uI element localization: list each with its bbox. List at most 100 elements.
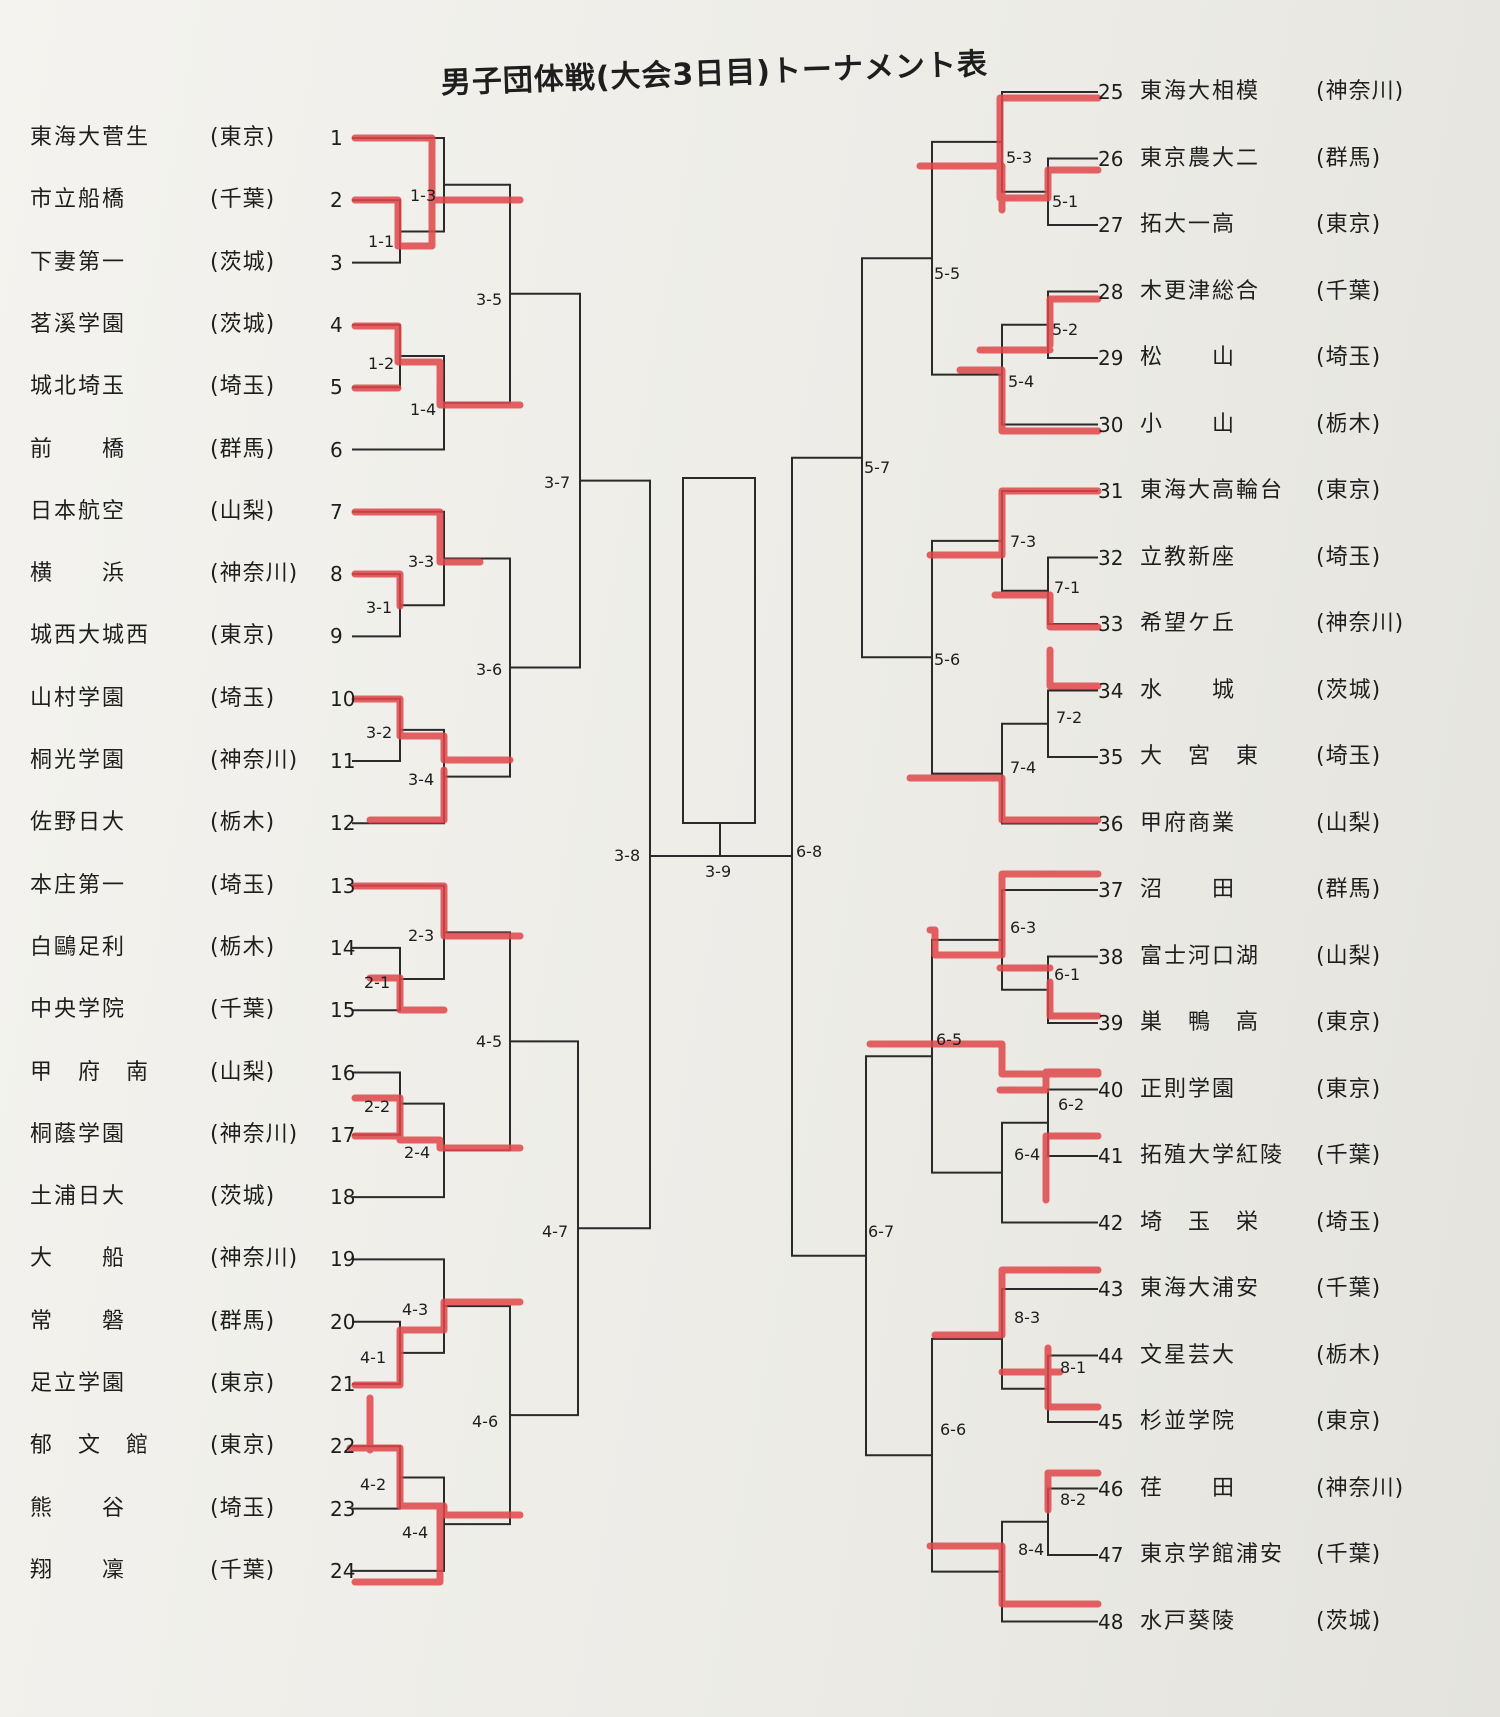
team-name: 大 宮 東 bbox=[1140, 744, 1261, 769]
team-number: 17 bbox=[330, 1122, 356, 1147]
team-number: 31 bbox=[1098, 479, 1124, 503]
match-label: 8-2 bbox=[1060, 1490, 1087, 1509]
team-name: 横 浜 bbox=[30, 561, 127, 587]
team-number: 14 bbox=[330, 935, 356, 960]
winner-highlight bbox=[351, 882, 524, 940]
winner-highlight bbox=[1046, 646, 1102, 690]
team-name: 拓大一高 bbox=[1140, 212, 1237, 237]
team-row-left: 佐野日大(栃木)12 bbox=[30, 808, 355, 838]
team-row-left: 本庄第一(埼玉)13 bbox=[30, 871, 355, 901]
team-row-left: 翔 凜(千葉)24 bbox=[30, 1556, 355, 1586]
winner-highlight bbox=[916, 162, 1006, 214]
match-label: 6-6 bbox=[940, 1420, 967, 1439]
team-number: 4 bbox=[330, 312, 343, 337]
team-row-left: 土浦日大(茨城)18 bbox=[30, 1182, 355, 1212]
team-number: 19 bbox=[330, 1247, 356, 1272]
team-number: 36 bbox=[1098, 811, 1124, 836]
team-prefecture: (茨城) bbox=[210, 1184, 276, 1210]
team-number: 47 bbox=[1098, 1543, 1124, 1567]
match-label: 2-3 bbox=[408, 926, 435, 945]
team-row-left: 横 浜(神奈川)8 bbox=[30, 559, 350, 589]
team-number: 29 bbox=[1098, 346, 1124, 370]
winner-highlight bbox=[926, 487, 1102, 559]
winner-highlight bbox=[991, 591, 1102, 631]
team-name: 東京農大二 bbox=[1140, 145, 1261, 171]
team-name: 文星芸大 bbox=[1140, 1342, 1237, 1368]
winner-highlight bbox=[926, 870, 1102, 959]
team-number: 44 bbox=[1098, 1343, 1124, 1368]
team-prefecture: (山梨) bbox=[1316, 810, 1382, 836]
match-label: 6-3 bbox=[1010, 918, 1037, 937]
match-label: 3-6 bbox=[476, 660, 503, 679]
team-name: 沼 田 bbox=[1140, 877, 1237, 902]
team-prefecture: (東京) bbox=[210, 623, 276, 649]
team-prefecture: (埼玉) bbox=[1316, 544, 1382, 570]
winner-highlight bbox=[351, 1298, 524, 1389]
team-prefecture: (埼玉) bbox=[210, 374, 276, 400]
team-name: 水戸葵陵 bbox=[1140, 1608, 1237, 1634]
team-prefecture: (埼玉) bbox=[210, 685, 276, 711]
team-prefecture: (栃木) bbox=[1316, 411, 1382, 437]
match-label: 7-3 bbox=[1010, 532, 1037, 551]
team-number: 10 bbox=[330, 686, 356, 711]
team-prefecture: (群馬) bbox=[210, 1308, 276, 1334]
winner-highlight bbox=[366, 766, 448, 824]
team-number: 11 bbox=[330, 749, 356, 773]
team-number: 45 bbox=[1098, 1410, 1124, 1434]
team-prefecture: (埼玉) bbox=[210, 1495, 276, 1521]
winner-highlight bbox=[351, 322, 524, 409]
team-number: 32 bbox=[1098, 545, 1124, 570]
team-number: 22 bbox=[330, 1434, 356, 1459]
match-label: 8-1 bbox=[1060, 1358, 1087, 1377]
team-name: 中央学院 bbox=[30, 997, 127, 1023]
team-name: 松 山 bbox=[1140, 345, 1237, 370]
winner-highlight bbox=[931, 1266, 1102, 1339]
team-prefecture: (山梨) bbox=[1316, 943, 1382, 969]
match-label: 7-4 bbox=[1010, 758, 1037, 777]
team-number: 20 bbox=[330, 1309, 356, 1334]
team-prefecture: (東京) bbox=[1316, 1409, 1382, 1434]
team-prefecture: (埼玉) bbox=[1316, 345, 1382, 370]
match-label: 3-3 bbox=[408, 552, 435, 571]
match-label: 6-2 bbox=[1058, 1095, 1085, 1114]
team-number: 40 bbox=[1098, 1077, 1124, 1102]
match-label: 3-7 bbox=[544, 473, 571, 492]
team-prefecture: (群馬) bbox=[1316, 145, 1382, 171]
match-label: 4-5 bbox=[476, 1032, 503, 1051]
team-prefecture: (山梨) bbox=[210, 1059, 276, 1085]
team-prefecture: (茨城) bbox=[210, 249, 276, 275]
team-name: 巣 鴨 高 bbox=[1140, 1010, 1261, 1035]
team-name: 埼 玉 栄 bbox=[1140, 1209, 1261, 1235]
team-prefecture: (東京) bbox=[210, 1371, 276, 1396]
team-prefecture: (神奈川) bbox=[1316, 611, 1405, 636]
team-row-left: 城西大城西(東京)9 bbox=[30, 621, 350, 651]
team-number: 27 bbox=[1098, 213, 1124, 237]
team-prefecture: (千葉) bbox=[210, 187, 276, 213]
match-label: 4-6 bbox=[472, 1412, 499, 1431]
team-name: 正則学園 bbox=[1140, 1076, 1237, 1102]
team-name: 立教新座 bbox=[1140, 544, 1237, 570]
team-number: 21 bbox=[330, 1372, 356, 1396]
match-label: 5-1 bbox=[1052, 192, 1079, 211]
team-prefecture: (神奈川) bbox=[210, 1246, 299, 1272]
bracket-line bbox=[1001, 889, 1098, 991]
winner-highlight bbox=[906, 774, 1102, 824]
team-row-left: 下妻第一(茨城)3 bbox=[30, 248, 350, 278]
team-row-left: 熊 谷(埼玉)23 bbox=[30, 1494, 355, 1524]
team-row-left: 東海大菅生(東京)1 bbox=[30, 123, 350, 153]
team-number: 1 bbox=[330, 126, 343, 150]
team-number: 43 bbox=[1098, 1277, 1124, 1301]
match-label: 4-2 bbox=[360, 1475, 387, 1494]
team-prefecture: (東京) bbox=[210, 1433, 276, 1459]
team-row-left: 甲 府 南(山梨)16 bbox=[30, 1058, 355, 1088]
team-name: 翔 凜 bbox=[30, 1557, 127, 1583]
match-label: 7-2 bbox=[1056, 708, 1083, 727]
